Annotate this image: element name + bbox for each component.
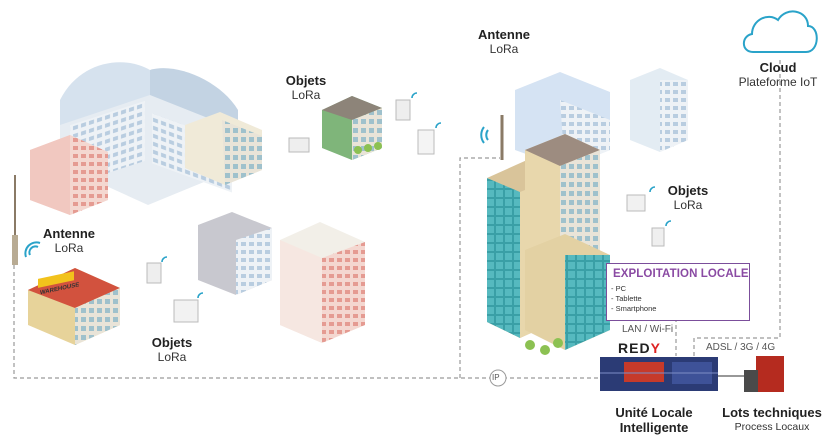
antenna-link-line [459, 157, 500, 378]
lan-wifi-label: LAN / Wi-Fi [622, 324, 674, 335]
antenne-left-subtitle: LoRa [54, 241, 84, 255]
antenna-mast-left [12, 175, 18, 265]
unite-title: Unité Locale [615, 405, 693, 420]
wifi-icon [24, 241, 41, 258]
cloud-uplink-line [693, 60, 781, 356]
network-lines [13, 60, 781, 379]
redy-controller [600, 357, 718, 391]
antenne-top-subtitle: LoRa [489, 42, 519, 56]
antenne-left-label: Antenne LoRa [38, 226, 100, 256]
cloud-icon [742, 10, 818, 53]
adsl-label: ADSL / 3G / 4G [706, 342, 776, 353]
objets-right-subtitle: LoRa [673, 198, 703, 212]
objets-top-title: Objets [285, 73, 327, 88]
exploitation-list: - PC - Tablette - Smartphone [611, 284, 656, 314]
cloud-subtitle: Plateforme IoT [738, 75, 818, 89]
exploitation-item-tablette: - Tablette [611, 294, 642, 303]
small-office-building [322, 96, 382, 160]
lots-subtitle: Process Locaux [734, 421, 810, 433]
exploitation-item-smartphone: - Smartphone [611, 304, 657, 313]
antenne-left-title: Antenne [43, 226, 95, 241]
exploitation-title: EXPLOITATION LOCALE [613, 268, 749, 280]
beige-house [185, 112, 262, 185]
objets-right-label: Objets LoRa [662, 183, 714, 213]
objets-bottom-label: Objets LoRa [146, 335, 198, 365]
main-tower [487, 134, 610, 355]
cloud-label: Cloud Plateforme IoT [736, 60, 820, 90]
cloud-title: Cloud [759, 60, 797, 75]
objets-right-title: Objets [667, 183, 709, 198]
ip-badge [489, 369, 507, 387]
lots-title: Lots techniques [722, 405, 822, 420]
objets-top-label: Objets LoRa [280, 73, 332, 103]
objets-bottom-subtitle: LoRa [157, 350, 187, 364]
unite-locale-label: Unité Locale Intelligente [606, 405, 702, 435]
redy-logo-main: RED [618, 340, 651, 356]
ip-label: IP [492, 373, 500, 382]
redy-logo: REDY [618, 340, 661, 356]
warehouse-building: WAREHOUSE [28, 268, 120, 345]
technical-equipment-icon [718, 356, 784, 392]
exploitation-item-pc: - PC [611, 284, 626, 293]
unite-title-line2: Intelligente [619, 420, 689, 435]
objets-top-subtitle: LoRa [291, 88, 321, 102]
antenne-top-title: Antenne [478, 27, 530, 42]
wifi-icon [480, 126, 489, 144]
objets-bottom-title: Objets [151, 335, 193, 350]
ip-network-line [13, 265, 600, 379]
sensor-device [146, 99, 665, 323]
pink-building [30, 135, 108, 215]
sensor-wifi-icons [161, 92, 672, 299]
redy-logo-accent: Y [650, 340, 661, 356]
lots-techniques-label: Lots techniques Process Locaux [722, 405, 822, 435]
exploitation-locale-panel: EXPLOITATION LOCALE - PC - Tablette - Sm… [606, 263, 750, 321]
antenne-top-label: Antenne LoRa [474, 27, 534, 57]
gray-buildings [198, 212, 365, 343]
